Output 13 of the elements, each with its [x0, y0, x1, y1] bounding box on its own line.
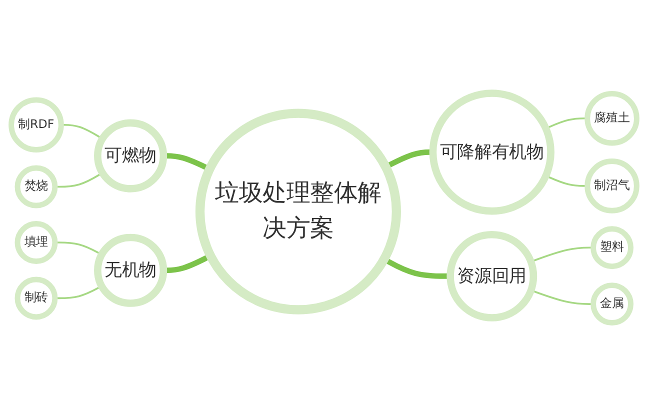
node-circle: 无机物 — [94, 234, 168, 307]
node-circle: 腐殖土 — [584, 90, 640, 146]
node-circle: 焚烧 — [14, 165, 58, 208]
node-circle: 制RDF — [8, 97, 64, 152]
node-circle: 金属 — [590, 282, 634, 326]
node-circle: 填埋 — [14, 221, 58, 264]
node-circle: 可燃物 — [94, 119, 168, 192]
node-circle: 制砖 — [14, 276, 58, 320]
node-circle: 制沼气 — [584, 158, 640, 214]
node-circle: 资源回用 — [446, 230, 538, 322]
node-circle: 可降解有机物 — [429, 90, 554, 215]
node-circle: 垃圾处理整体解决方案 — [195, 108, 401, 314]
node-circle: 塑料 — [590, 226, 634, 270]
